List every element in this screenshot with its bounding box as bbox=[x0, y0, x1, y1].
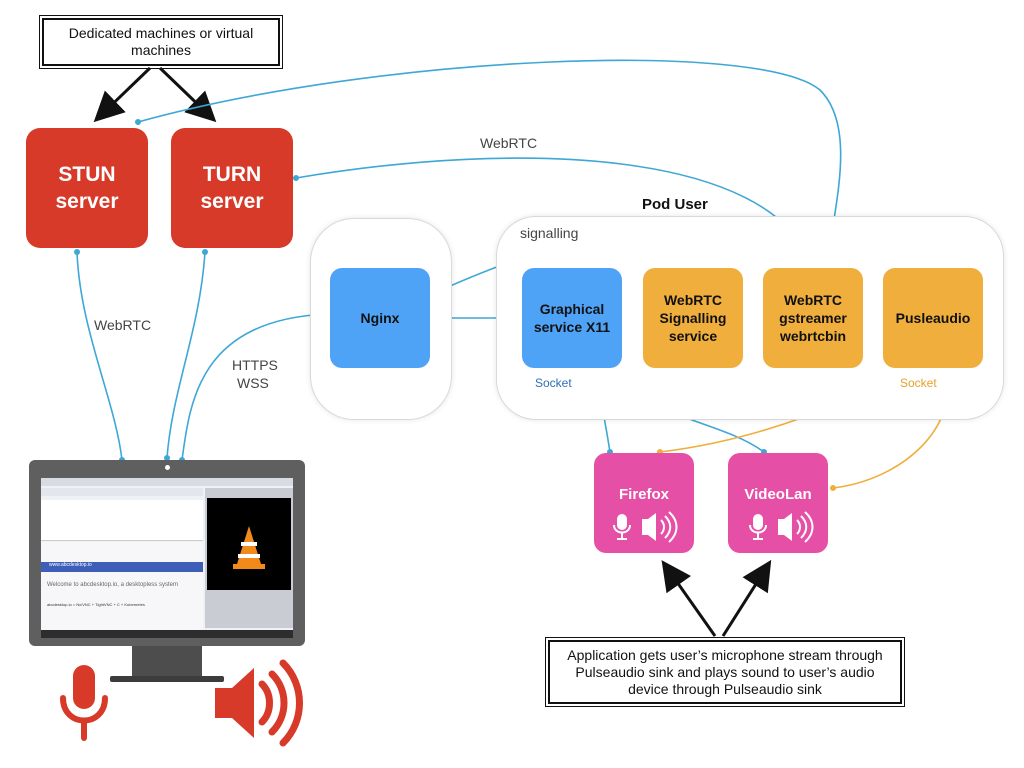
microphone-icon bbox=[60, 665, 108, 741]
stun-server: STUN server bbox=[26, 128, 148, 248]
firefox-audio-icons bbox=[613, 511, 678, 543]
camera-dot bbox=[165, 465, 170, 470]
signalling-label: signalling bbox=[520, 225, 579, 241]
bottom-note: Application gets user’s microphone strea… bbox=[545, 637, 905, 707]
signalling-service-box: WebRTC Signalling service bbox=[643, 268, 743, 368]
top-note: Dedicated machines or virtual machines bbox=[39, 15, 283, 69]
https-label: HTTPS bbox=[232, 357, 278, 373]
turn-server-label: TURN server bbox=[200, 163, 264, 213]
line-turn-monitor bbox=[166, 251, 206, 459]
socket-left-label: Socket bbox=[535, 376, 572, 390]
pulseaudio-box: Pusleaudio bbox=[883, 268, 983, 368]
videolan-label: VideoLan bbox=[744, 486, 812, 503]
bottom-note-text: Application gets user’s microphone strea… bbox=[567, 646, 883, 697]
speaker-icon bbox=[215, 659, 303, 747]
monitor: www.abcdesktop.io Welcome to abcdesktop.… bbox=[29, 460, 305, 646]
screen-welcome: Welcome to abcdesktop.io, a desktopless … bbox=[47, 582, 178, 588]
nginx-label: Nginx bbox=[360, 310, 400, 326]
signalling-service-label: WebRTC Signalling service bbox=[659, 292, 727, 344]
top-note-text: Dedicated machines or virtual machines bbox=[68, 25, 254, 58]
vlc-window bbox=[205, 488, 293, 628]
monitor-screen: www.abcdesktop.io Welcome to abcdesktop.… bbox=[41, 478, 293, 638]
graphical-service-box: Graphical service X11 bbox=[522, 268, 622, 368]
socket-right-label: Socket bbox=[900, 376, 937, 390]
microphone-icon bbox=[613, 514, 631, 540]
pod-title: Pod User bbox=[642, 196, 708, 213]
firefox-label: Firefox bbox=[618, 486, 669, 503]
arrow-to-videolan bbox=[721, 559, 772, 637]
arrow-to-stun bbox=[93, 66, 152, 123]
arrow-to-firefox bbox=[661, 560, 717, 637]
vlc-cone-icon bbox=[233, 526, 265, 569]
gstreamer-box: WebRTC gstreamer webrtcbin bbox=[763, 268, 863, 368]
screen-banner: www.abcdesktop.io bbox=[49, 562, 92, 568]
line-stun-monitor bbox=[76, 251, 123, 461]
monitor-base bbox=[110, 676, 224, 682]
wss-label: WSS bbox=[237, 375, 269, 391]
gstreamer-label: WebRTC gstreamer webrtcbin bbox=[779, 292, 847, 344]
webrtc-left-label: WebRTC bbox=[94, 317, 152, 333]
pulseaudio-label: Pusleaudio bbox=[895, 310, 971, 326]
line-monitor-nginx bbox=[181, 313, 328, 461]
videolan-audio-icons bbox=[749, 511, 814, 543]
firefox-box: Firefox bbox=[594, 453, 694, 553]
webrtc-top-label: WebRTC bbox=[480, 135, 538, 151]
screen-footer: abcdesktop.io = Nx/VNC + TightVNC + C + … bbox=[47, 602, 145, 607]
speaker-icon bbox=[778, 511, 814, 543]
turn-server: TURN server bbox=[171, 128, 293, 248]
arrow-to-turn bbox=[158, 66, 217, 123]
line-stun-gstreamer bbox=[137, 59, 842, 266]
videolan-box: VideoLan bbox=[728, 453, 828, 553]
stun-server-label: STUN server bbox=[55, 163, 119, 213]
graphical-service-label: Graphical service X11 bbox=[533, 301, 611, 335]
microphone-icon bbox=[749, 514, 767, 540]
speaker-icon bbox=[642, 511, 678, 543]
nginx-box: Nginx bbox=[330, 268, 430, 368]
monitor-stand bbox=[132, 646, 202, 678]
